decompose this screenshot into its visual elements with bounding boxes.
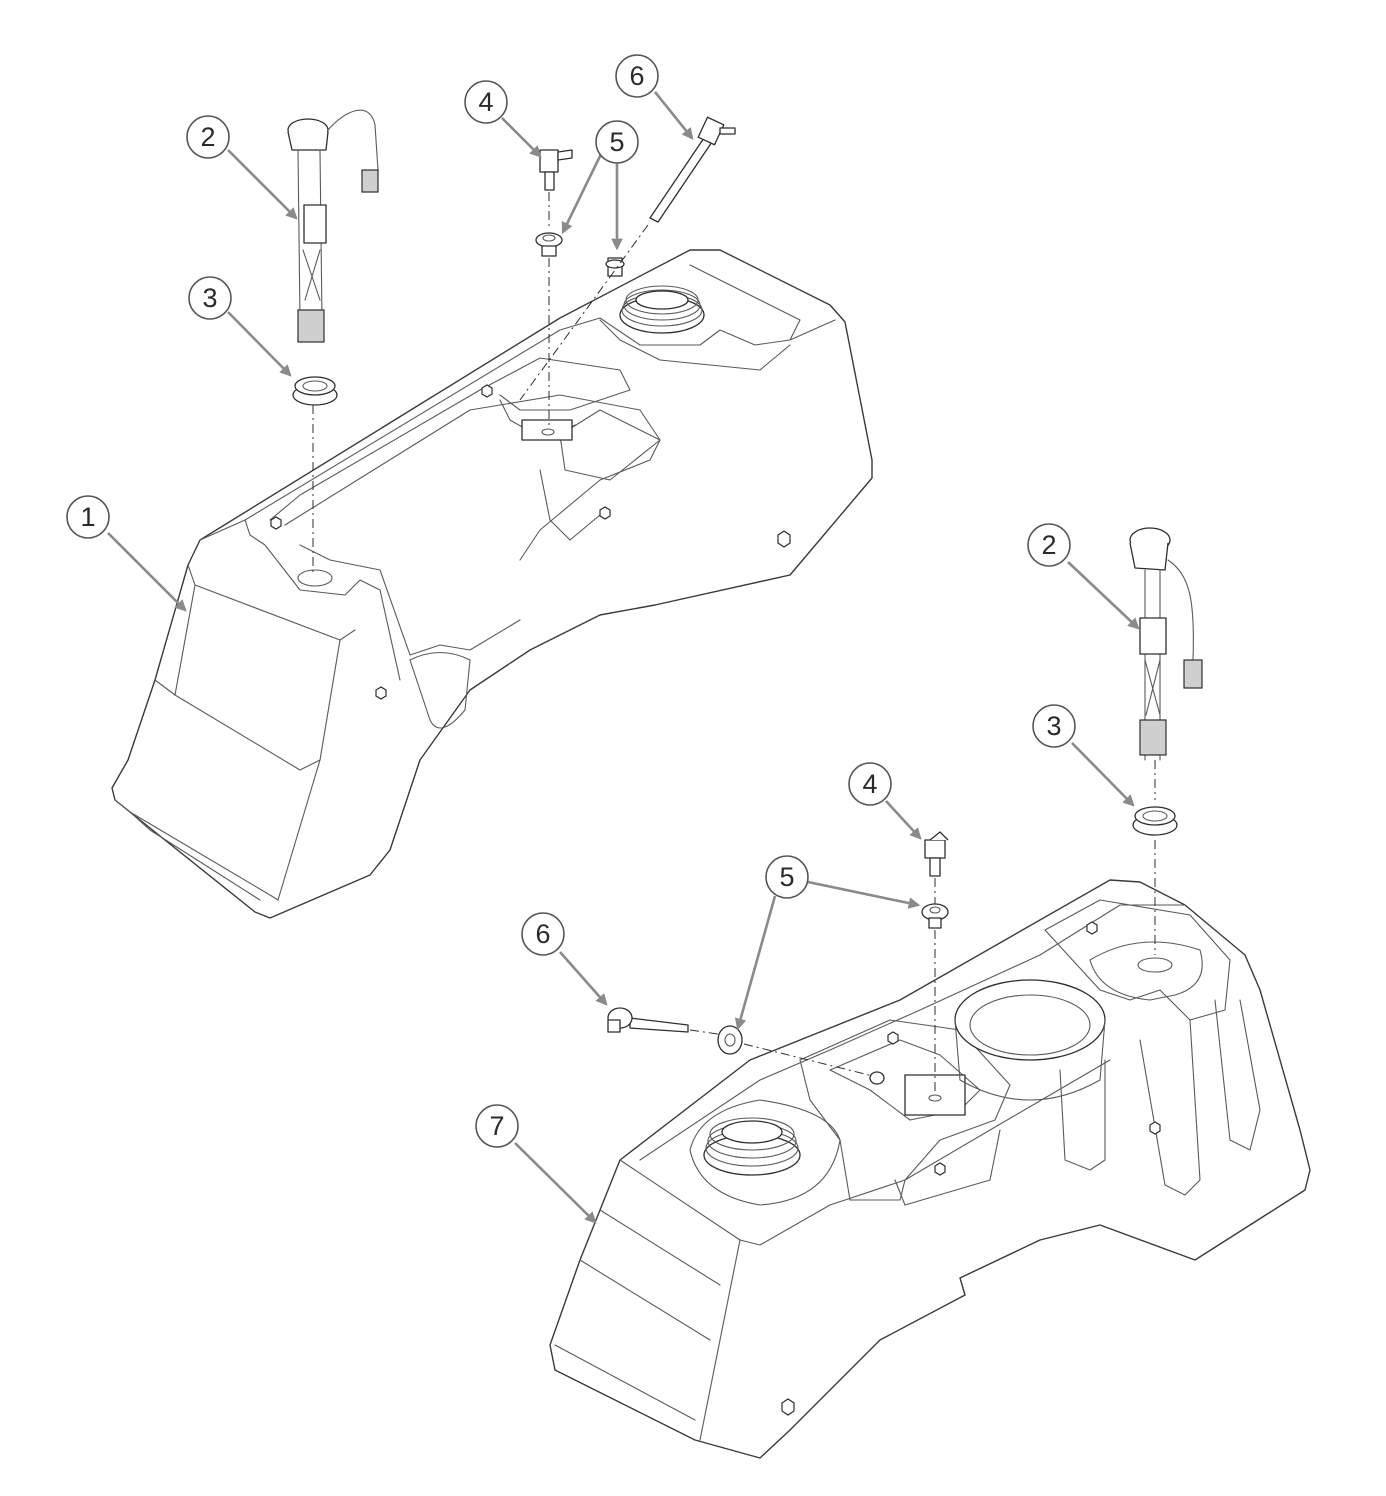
- svg-text:5: 5: [609, 127, 624, 157]
- pickup-tube-6-lower: [607, 1007, 689, 1033]
- fill-neck-upper: [619, 285, 705, 334]
- nut-icon: [599, 506, 611, 520]
- nut-icon: [887, 1031, 899, 1045]
- nut-icon: [481, 384, 493, 398]
- fill-neck-lower: [703, 1117, 801, 1176]
- svg-text:2: 2: [200, 122, 215, 152]
- svg-text:6: 6: [535, 919, 550, 949]
- svg-text:4: 4: [862, 769, 877, 799]
- grommet-5-upper-a: [535, 232, 563, 257]
- callout-1-upper: 1: [66, 495, 110, 539]
- callout-2-upper: 2: [186, 115, 230, 159]
- callout-5-upper: 5: [595, 120, 639, 164]
- grommet-5-lower-b: [717, 1025, 743, 1055]
- nut-icon: [934, 1162, 946, 1176]
- nut-icon: [375, 686, 387, 700]
- nut-icon: [781, 1398, 795, 1416]
- callout-6-upper: 6: [615, 54, 659, 98]
- svg-text:3: 3: [1046, 711, 1061, 741]
- cup-holder-recess: [954, 979, 1106, 1101]
- svg-text:6: 6: [629, 61, 644, 91]
- fuel-sender-lower: [1129, 527, 1203, 761]
- svg-text:5: 5: [779, 862, 794, 892]
- nut-icon: [1149, 1121, 1161, 1135]
- callout-4-upper: 4: [464, 80, 508, 124]
- callout-3-lower: 3: [1032, 704, 1076, 748]
- grommet-lower: [1132, 806, 1178, 836]
- fuel-tank-lower: [549, 879, 1311, 1459]
- callout-3-upper: 3: [188, 276, 232, 320]
- nut-icon: [270, 516, 282, 530]
- fitting-4-lower: [924, 831, 949, 877]
- callout-7-lower: 7: [475, 1104, 519, 1148]
- grommet-5-lower-a: [921, 903, 949, 929]
- grommet-5-upper-b: [605, 257, 625, 277]
- fitting-4-upper: [539, 149, 573, 191]
- svg-text:4: 4: [478, 87, 493, 117]
- svg-text:1: 1: [80, 502, 95, 532]
- callout-4-lower: 4: [848, 762, 892, 806]
- pickup-tube-6-upper: [649, 116, 736, 223]
- svg-text:7: 7: [489, 1111, 504, 1141]
- callout-6-lower: 6: [521, 912, 565, 956]
- grommet-upper: [292, 376, 338, 406]
- nut-icon: [1086, 921, 1098, 935]
- nut-icon: [777, 530, 791, 548]
- callout-2-lower: 2: [1027, 523, 1071, 567]
- callout-leaders: [107, 91, 1140, 1224]
- svg-text:3: 3: [202, 283, 217, 313]
- fuel-sender-upper: [287, 109, 379, 343]
- svg-text:2: 2: [1041, 530, 1056, 560]
- fuel-tank-upper: [111, 249, 873, 919]
- callout-5-lower: 5: [765, 855, 809, 899]
